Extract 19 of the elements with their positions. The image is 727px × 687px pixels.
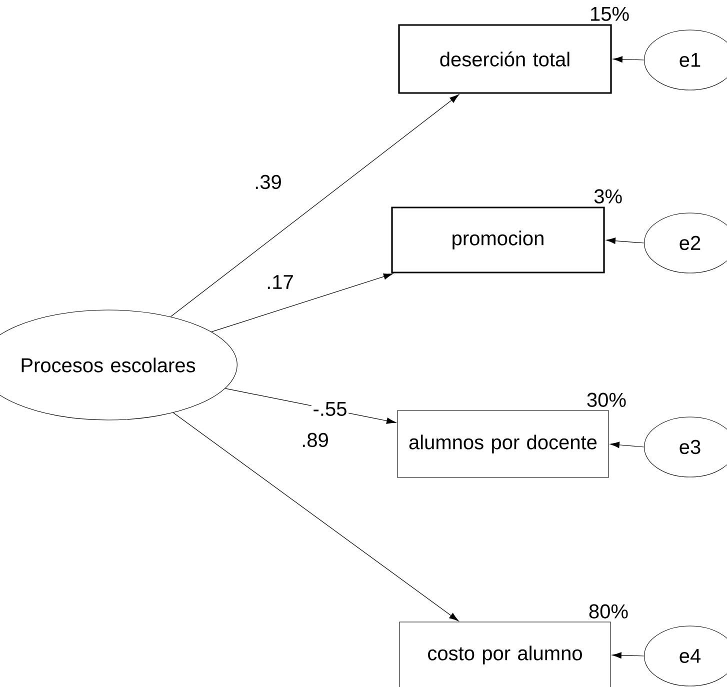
edge-label: -.55 bbox=[311, 400, 349, 418]
arrow bbox=[170, 94, 460, 317]
arrow bbox=[173, 412, 459, 622]
arrow bbox=[211, 273, 394, 332]
edge-label: .17 bbox=[264, 274, 296, 290]
arrow bbox=[606, 238, 644, 244]
percent-label: 3% bbox=[594, 189, 622, 204]
variable-box: deserción total bbox=[398, 24, 612, 94]
variable-box: promocion bbox=[391, 206, 605, 274]
edge-label: .39 bbox=[252, 174, 284, 190]
percent-label: 80% bbox=[589, 604, 628, 618]
arrow bbox=[612, 652, 644, 658]
variable-box: costo por alumno bbox=[399, 622, 611, 687]
edge-label: .89 bbox=[300, 432, 330, 448]
arrow bbox=[610, 442, 644, 448]
percent-label: 30% bbox=[587, 392, 626, 407]
variable-box: alumnos por docente bbox=[397, 410, 609, 478]
arrow bbox=[612, 56, 644, 62]
percent-label: 15% bbox=[591, 6, 629, 21]
